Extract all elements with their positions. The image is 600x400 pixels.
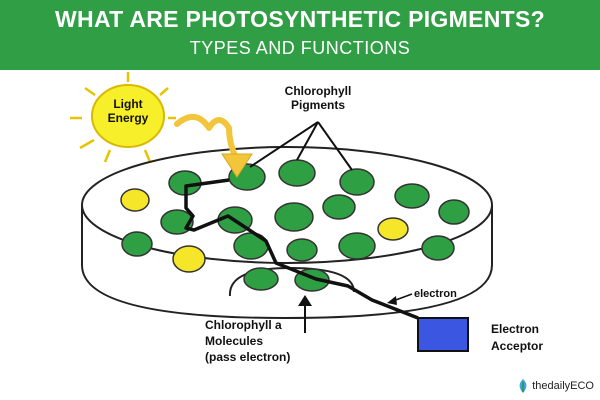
- chlorophyll-pigment: [438, 199, 470, 225]
- sun-label-line2: Energy: [108, 111, 149, 125]
- carotenoid-pigments: [120, 188, 409, 273]
- page-title: WHAT ARE PHOTOSYNTHETIC PIGMENTS?: [55, 6, 545, 32]
- light-energy-arrow: [174, 114, 240, 163]
- electron-path: [184, 178, 419, 320]
- acceptor-label-line2: Acceptor: [491, 339, 543, 353]
- pigment-pointer-lines: [249, 121, 353, 171]
- brand-name: thedailyECO: [532, 380, 594, 392]
- chlorophyll-pigment: [121, 231, 153, 257]
- carotenoid-pigment: [120, 188, 150, 212]
- pigments-label-line2: Pigments: [291, 98, 345, 112]
- chlorophyll-pigment: [278, 159, 316, 187]
- acceptor-label-line1: Electron: [491, 322, 539, 336]
- carotenoid-pigment: [377, 217, 409, 241]
- carotenoid-pigment: [172, 245, 206, 273]
- page-subtitle: TYPES AND FUNCTIONS: [189, 38, 411, 58]
- chlorophyll-pigment: [274, 202, 314, 232]
- sun-rays: [70, 72, 176, 163]
- light-arrow-head: [221, 153, 253, 178]
- sun-icon: [91, 84, 165, 148]
- leaf-icon: [519, 379, 527, 393]
- chl-a-label-line2: Molecules: [205, 334, 263, 348]
- header-banner: WHAT ARE PHOTOSYNTHETIC PIGMENTS? TYPES …: [0, 0, 600, 70]
- chlorophyll-pigment: [339, 168, 375, 196]
- electron-label: electron: [414, 288, 457, 300]
- chlorophyll-pigment: [421, 235, 455, 261]
- chlorophyll-pigment: [322, 194, 356, 220]
- chl-a-label-line1: Chlorophyll a: [205, 318, 282, 332]
- chlorophyll-a-molecule: [243, 267, 279, 291]
- brand-logo: thedailyECO: [517, 376, 594, 396]
- electron-acceptor-box: [417, 317, 469, 352]
- chlorophyll-pigment: [394, 183, 430, 209]
- chlorophyll-pigment: [286, 238, 318, 262]
- chl-a-label-line3: (pass electron): [205, 350, 290, 364]
- chlorophyll-pigment: [338, 232, 376, 260]
- pigments-label-line1: Chlorophyll: [285, 84, 352, 98]
- sun-label-line1: Light: [113, 97, 142, 111]
- chlorophyll-a-pointer-head: [298, 295, 312, 306]
- electron-arrow-head: [387, 296, 397, 305]
